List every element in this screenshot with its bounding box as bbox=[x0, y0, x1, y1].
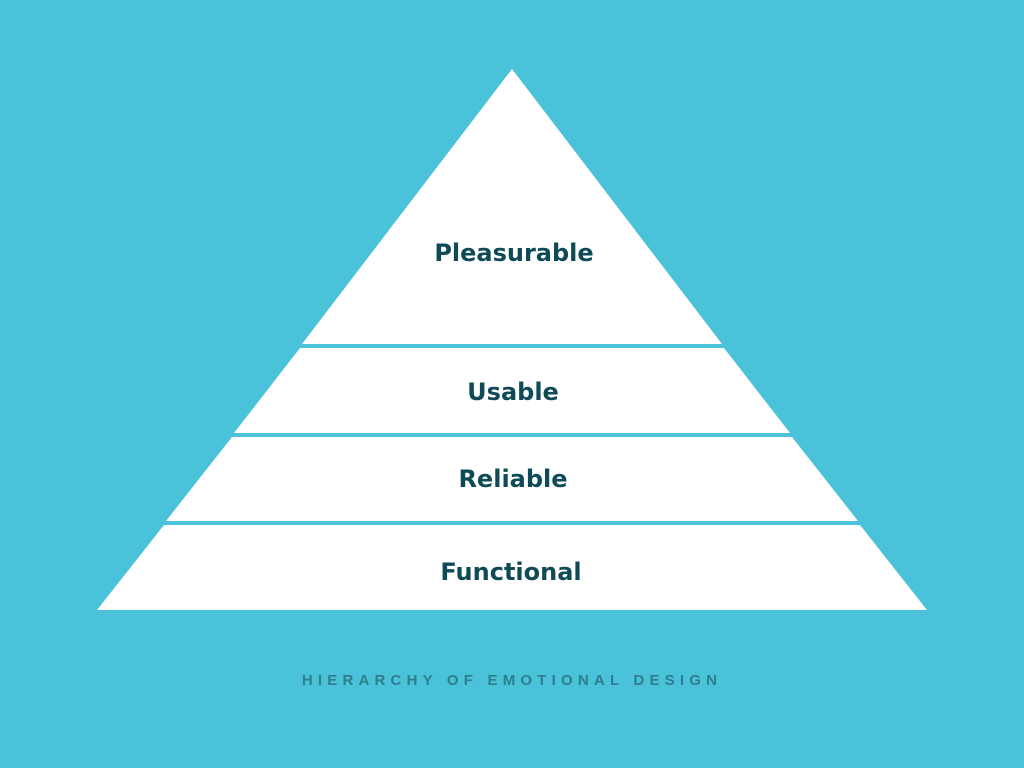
tier-pleasurable-label: Pleasurable bbox=[434, 239, 593, 267]
tier-usable-shape bbox=[234, 348, 790, 433]
tier-reliable-label: Reliable bbox=[458, 465, 567, 493]
tier-usable-label: Usable bbox=[467, 378, 559, 406]
diagram-caption: HIERARCHY OF EMOTIONAL DESIGN bbox=[301, 672, 723, 689]
tier-reliable-shape bbox=[166, 437, 858, 521]
tier-functional-shape bbox=[97, 525, 927, 610]
tier-pleasurable-shape bbox=[302, 69, 722, 344]
tier-functional-label: Functional bbox=[440, 558, 581, 586]
